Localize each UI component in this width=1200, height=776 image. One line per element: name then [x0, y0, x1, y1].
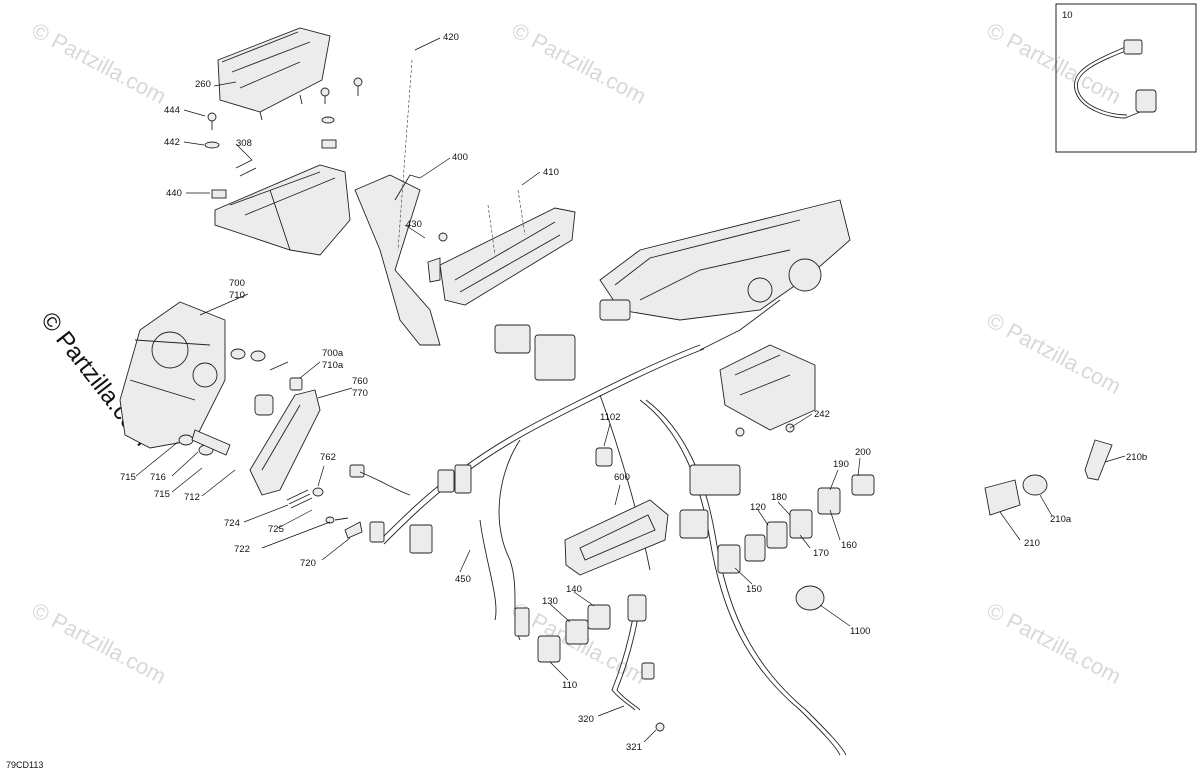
callout-760[interactable]: 760	[352, 376, 368, 387]
fastener-430[interactable]	[427, 232, 448, 283]
callout-210[interactable]: 210	[1024, 538, 1040, 549]
callout-440[interactable]: 440	[166, 188, 182, 199]
watermark-top-center: © Partzilla.com	[508, 17, 651, 109]
callout-720[interactable]: 720	[300, 558, 316, 569]
callout-442[interactable]: 442	[164, 137, 180, 148]
socket-1100[interactable]	[795, 585, 825, 611]
callout-labels: 420 260 444 442 308 440 400 410 430 700 …	[120, 32, 1147, 753]
bracket-760[interactable]	[249, 377, 321, 496]
callout-321[interactable]: 321	[626, 742, 642, 753]
callout-712[interactable]: 712	[184, 492, 200, 503]
bracket-400[interactable]	[354, 59, 441, 346]
headlight-housing[interactable]	[599, 199, 851, 321]
lamp-housing-700[interactable]	[119, 301, 226, 449]
display-600[interactable]	[564, 499, 669, 576]
switch-1102[interactable]	[595, 447, 613, 467]
callout-762[interactable]: 762	[320, 452, 336, 463]
callout-410[interactable]: 410	[543, 167, 559, 178]
callout-1100[interactable]: 1100	[850, 626, 870, 637]
adjuster-parts[interactable]	[286, 487, 363, 539]
callout-724[interactable]: 724	[224, 518, 240, 529]
watermark-top-right: © Partzilla.com	[983, 17, 1126, 109]
switch-cluster[interactable]	[717, 474, 875, 574]
callout-716[interactable]: 716	[150, 472, 166, 483]
callout-120[interactable]: 120	[750, 502, 766, 513]
callout-1102[interactable]: 1102	[600, 412, 620, 423]
callout-110[interactable]: 110	[562, 680, 577, 691]
callout-150[interactable]: 150	[746, 584, 762, 595]
callout-180[interactable]: 180	[771, 492, 787, 503]
callout-130[interactable]: 130	[542, 596, 558, 607]
callout-770[interactable]: 770	[352, 388, 368, 399]
bracket-440[interactable]	[211, 139, 351, 256]
callout-320[interactable]: 320	[578, 714, 594, 725]
main-wiring-harness[interactable]	[349, 299, 847, 756]
callout-140[interactable]: 140	[566, 584, 582, 595]
diagram-code: 79CD113	[6, 760, 43, 770]
callout-715-lower[interactable]: 715	[154, 489, 170, 500]
watermark-bottom-left: © Partzilla.com	[28, 597, 171, 689]
callout-700[interactable]: 700	[229, 278, 245, 289]
callout-430[interactable]: 430	[406, 219, 422, 230]
ignition-210[interactable]	[984, 439, 1113, 516]
callout-260[interactable]: 260	[195, 79, 211, 90]
callout-190[interactable]: 190	[833, 459, 849, 470]
callout-450[interactable]: 450	[455, 574, 471, 585]
harness-320[interactable]	[611, 594, 665, 732]
connectors-lower[interactable]	[514, 604, 611, 663]
callout-242[interactable]: 242	[814, 409, 830, 420]
cover-260[interactable]	[217, 27, 331, 121]
inset-part-10[interactable]: 10	[1055, 3, 1197, 153]
callout-710a[interactable]: 710a	[322, 360, 344, 371]
inset-label: 10	[1062, 10, 1073, 21]
callout-715-upper[interactable]: 715	[120, 472, 136, 483]
callout-444[interactable]: 444	[164, 105, 180, 116]
callout-170[interactable]: 170	[813, 548, 829, 559]
callout-400[interactable]: 400	[452, 152, 468, 163]
callout-420[interactable]: 420	[443, 32, 459, 43]
rail-410[interactable]	[439, 189, 576, 306]
washers-left[interactable]	[178, 348, 289, 456]
watermark-bottom-right: © Partzilla.com	[983, 597, 1126, 689]
callout-710[interactable]: 710	[229, 290, 245, 301]
leader-lines	[135, 37, 1126, 743]
callout-308[interactable]: 308	[236, 138, 252, 149]
fasteners-top[interactable]	[204, 77, 363, 177]
callout-722[interactable]: 722	[234, 544, 250, 555]
bracket-242[interactable]	[719, 344, 816, 437]
callout-210b[interactable]: 210b	[1126, 452, 1147, 463]
callout-200[interactable]: 200	[855, 447, 871, 458]
watermark-top-left: © Partzilla.com	[28, 17, 171, 109]
callout-600[interactable]: 600	[614, 472, 630, 483]
callout-725[interactable]: 725	[268, 524, 284, 535]
callout-700a[interactable]: 700a	[322, 348, 344, 359]
callout-210a[interactable]: 210a	[1050, 514, 1072, 525]
callout-160[interactable]: 160	[841, 540, 857, 551]
watermark-mid-right: © Partzilla.com	[983, 307, 1126, 399]
